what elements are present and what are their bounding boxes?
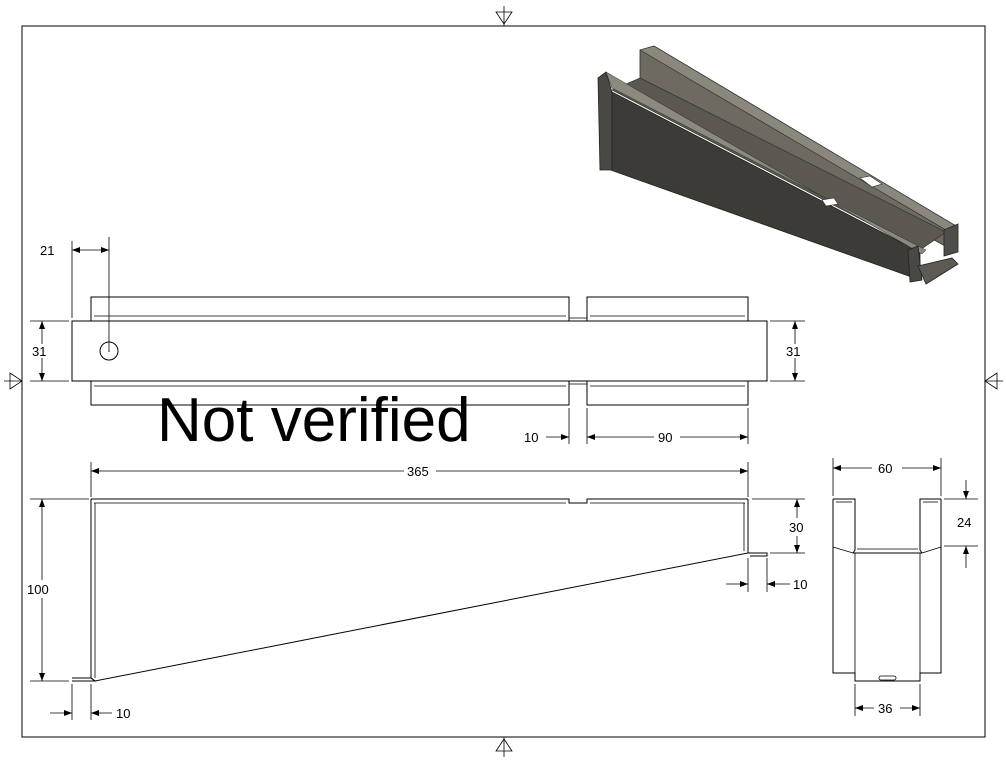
dim-overall-length: 365 [90, 462, 749, 497]
top-view-body [71, 320, 768, 382]
dim-profile-width-label: 60 [878, 461, 892, 476]
dim-segment-length: 90 [587, 408, 749, 445]
top-view [71, 296, 768, 406]
dim-hole-offset-label: 21 [40, 243, 54, 258]
end-view-slot [878, 675, 897, 681]
dim-height-label: 100 [27, 582, 49, 597]
dim-end-height-label: 30 [789, 520, 803, 535]
dim-profile-inner-width: 36 [854, 684, 921, 716]
end-view [832, 498, 942, 682]
top-view-upper-flange-left [90, 296, 570, 321]
side-view-top-edge [91, 498, 748, 504]
dim-right-width: 31 [770, 320, 805, 382]
center-mark-left [4, 372, 23, 390]
iso-end-flange [907, 245, 923, 283]
not-verified-watermark: Not verified [157, 386, 471, 455]
dim-bottom-flange-label: 10 [116, 706, 130, 721]
dim-height: 100 [27, 498, 89, 682]
dim-end-flange-label: 10 [793, 577, 807, 592]
end-view-outer [832, 499, 942, 682]
center-mark-top [495, 6, 513, 26]
center-mark-right [984, 372, 1003, 390]
dim-profile-inner-width-label: 36 [878, 701, 892, 716]
top-view-lower-flange-right [586, 381, 749, 406]
side-view-web [90, 499, 749, 682]
center-mark-bottom [495, 737, 513, 757]
dim-hole-offset: 21 [40, 237, 110, 350]
dim-notch-width-label: 10 [524, 430, 538, 445]
dim-profile-width: 60 [832, 458, 942, 496]
dim-left-width-label: 31 [32, 344, 46, 359]
top-view-upper-flange-right [586, 296, 749, 321]
top-view-lower-flange-left [90, 381, 570, 406]
dim-profile-flange-height-label: 24 [957, 515, 971, 530]
iso-front-flange [597, 71, 613, 171]
dim-right-width-label: 31 [786, 344, 800, 359]
dim-end-flange: 10 [726, 558, 807, 592]
dim-notch-width: 10 [524, 408, 588, 445]
dim-segment-length-label: 90 [658, 430, 672, 445]
dim-left-width: 31 [30, 320, 69, 382]
dim-overall-length-label: 365 [407, 464, 429, 479]
dim-end-height: 30 [752, 498, 805, 554]
isometric-view [597, 45, 959, 285]
side-view [72, 498, 768, 682]
drawing-frame [21, 25, 986, 738]
dim-profile-flange-height: 24 [944, 480, 978, 568]
dim-bottom-flange: 10 [50, 684, 130, 721]
